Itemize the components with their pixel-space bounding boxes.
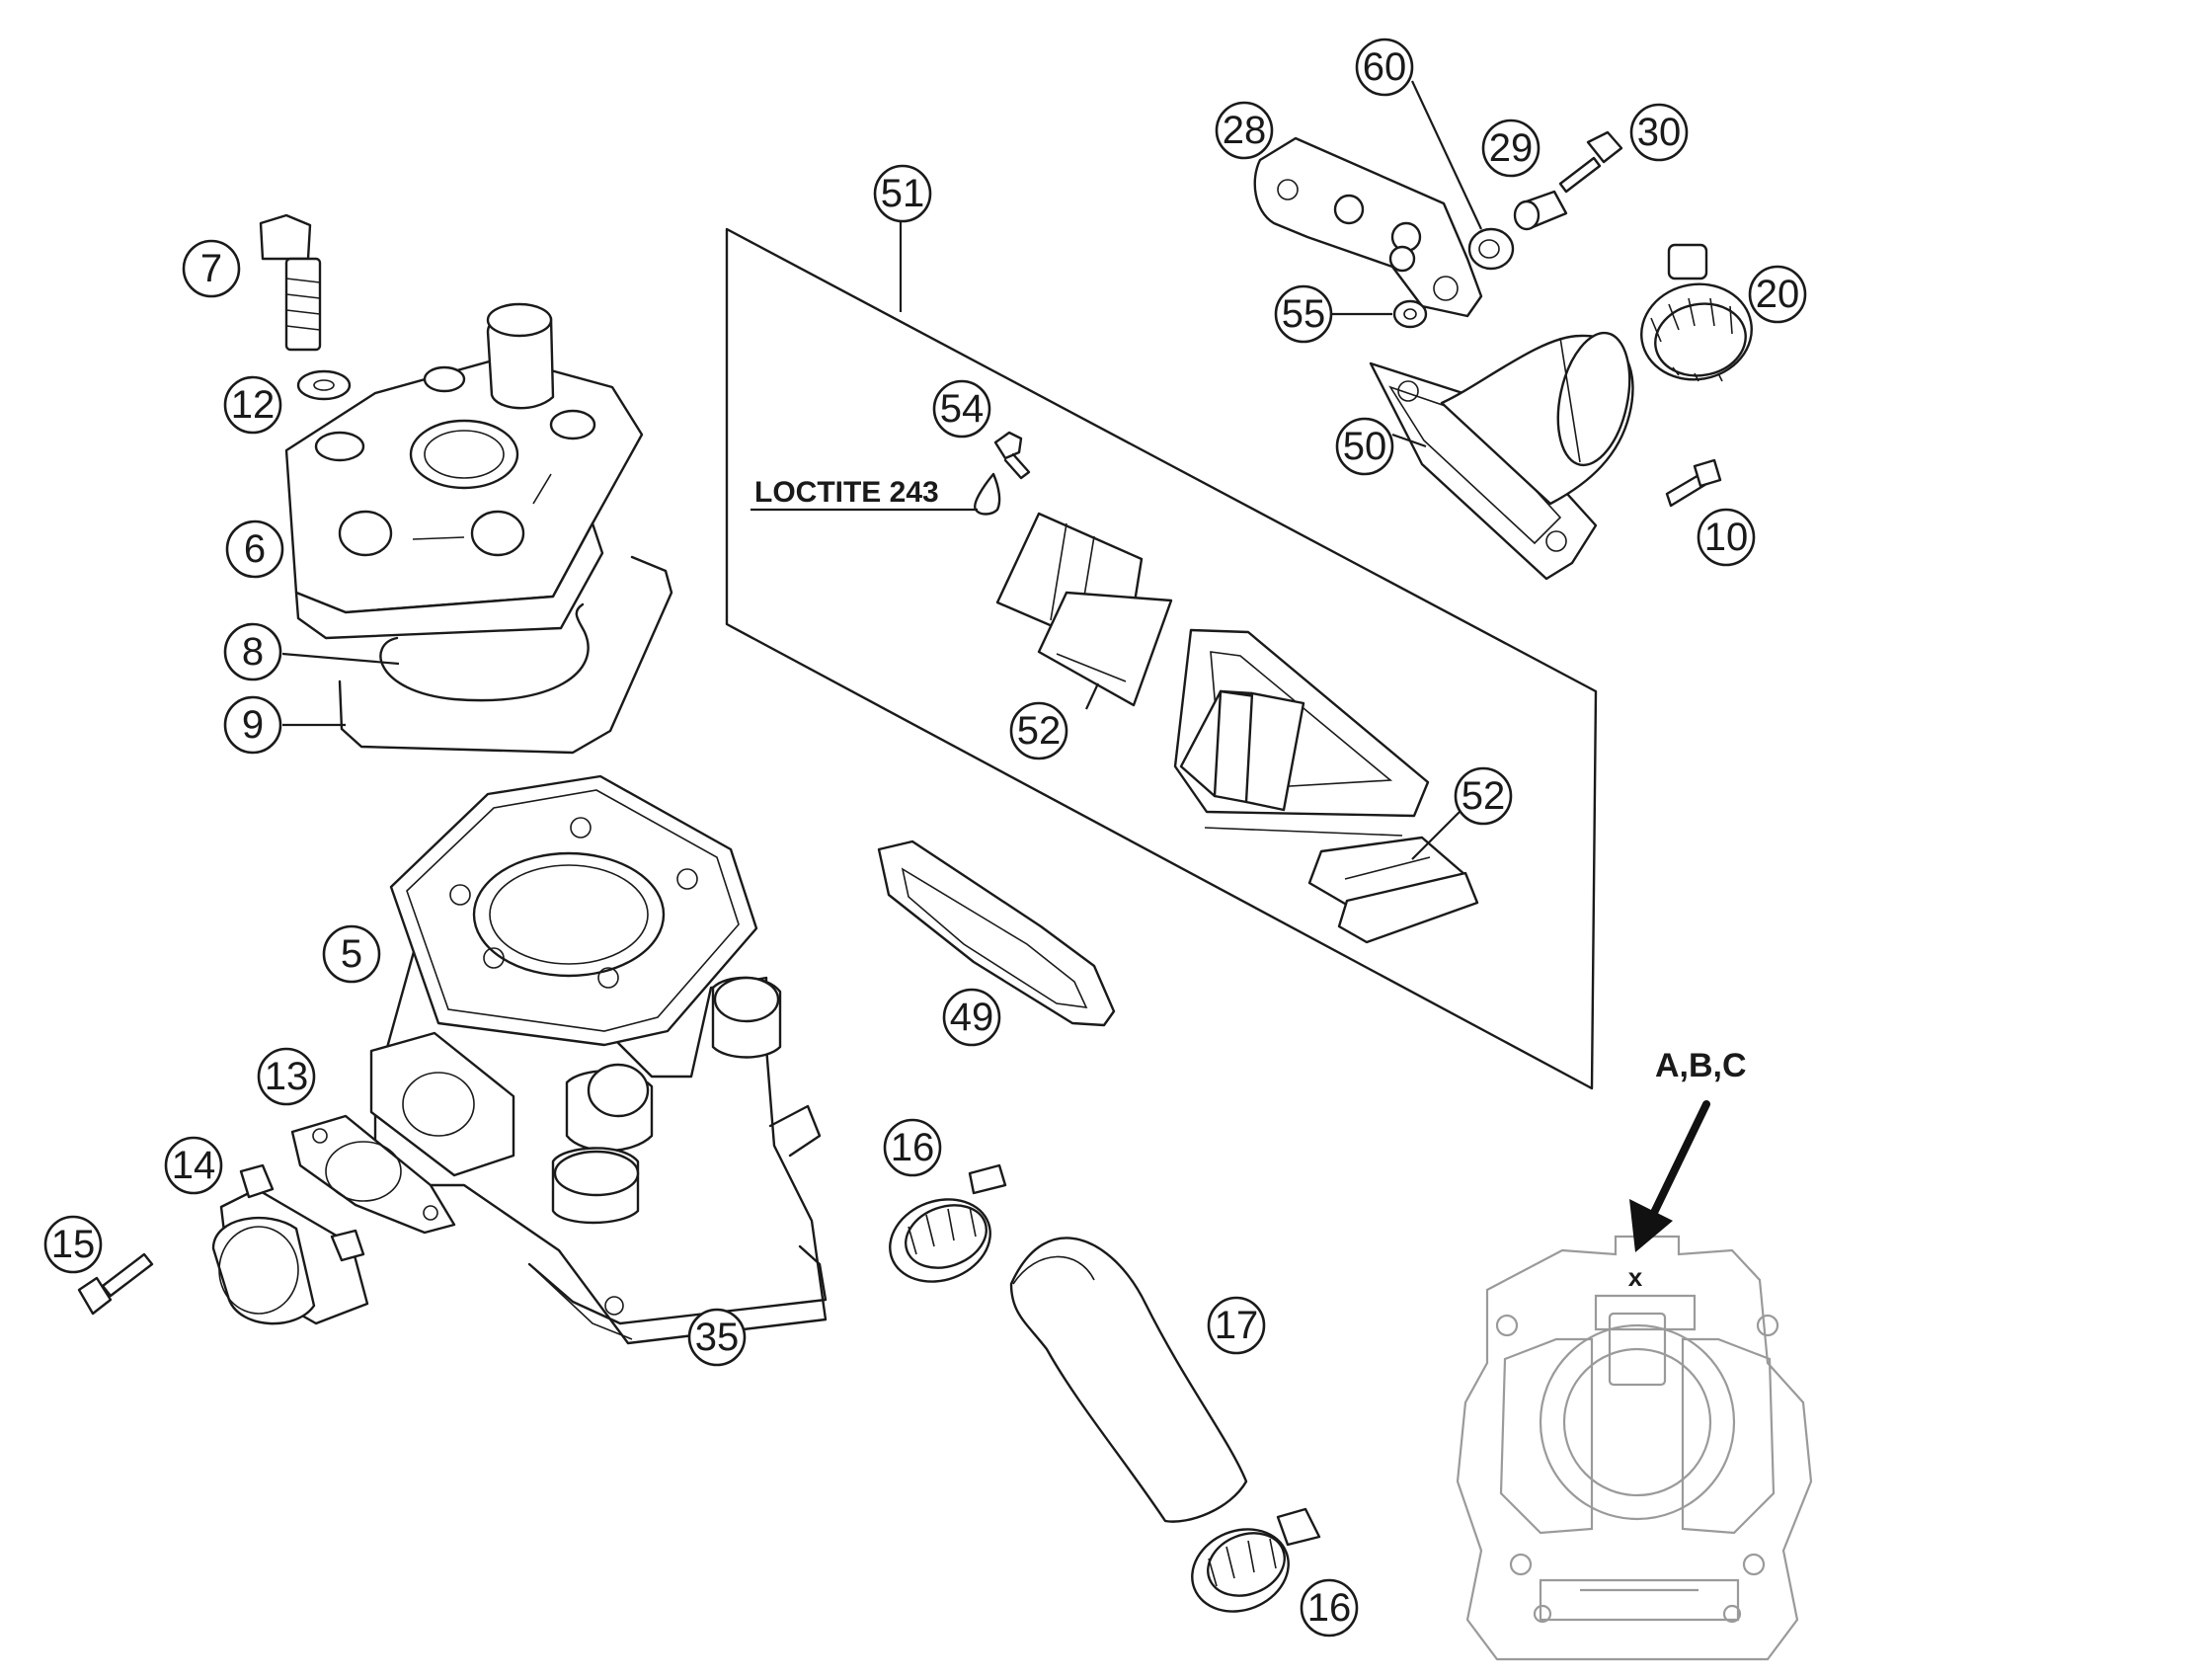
cylinder-top-view [1456,1235,1813,1661]
svg-text:52: 52 [1462,774,1506,818]
svg-text:13: 13 [265,1055,309,1098]
svg-text:6: 6 [244,527,266,571]
position-marker: x [1628,1262,1643,1292]
reed-block-gasket [877,840,1116,1027]
svg-text:50: 50 [1343,425,1387,468]
intake-manifold [1369,331,1634,581]
loctite-note: LOCTITE 243 [754,476,939,509]
reed-petals-upper [995,512,1173,710]
callout-12: 12 [223,375,282,435]
callout-35: 35 [687,1308,747,1367]
head-o-ring [281,602,590,702]
svg-text:49: 49 [950,996,994,1039]
spacer-sleeve [1513,190,1568,231]
svg-text:20: 20 [1756,273,1800,316]
callout-51: 51 [873,164,932,223]
head-bolt [259,213,322,352]
callout-5: 5 [322,924,381,984]
callout-52-lower: 52 [1454,766,1513,826]
svg-text:35: 35 [695,1316,740,1359]
callout-10: 10 [1697,508,1756,567]
callout-9: 9 [223,695,282,755]
svg-text:30: 30 [1637,111,1682,154]
callout-49: 49 [942,988,1001,1047]
callout-13: 13 [257,1047,316,1106]
svg-text:60: 60 [1363,45,1407,89]
exhaust-flange [211,1163,369,1325]
reed-petals-lower [1307,809,1479,944]
callout-50: 50 [1335,417,1394,476]
svg-text:7: 7 [200,247,222,290]
callout-20: 20 [1748,265,1807,324]
callout-30: 30 [1629,103,1689,162]
callout-52-upper: 52 [1009,701,1068,760]
callout-7: 7 [182,239,241,298]
svg-text:52: 52 [1017,709,1062,753]
hose-clamp-16-upper [889,1163,1007,1283]
callout-28: 28 [1215,101,1274,160]
svg-text:28: 28 [1223,109,1267,152]
callout-15: 15 [43,1215,103,1274]
flange-bolt-30 [1558,130,1623,194]
cylinder-head [284,302,644,640]
bolt-15 [77,1252,154,1316]
svg-text:9: 9 [242,703,264,747]
svg-text:16: 16 [891,1126,935,1169]
callout-55: 55 [1274,284,1333,344]
bolt-10 [1665,458,1722,508]
cylinder [369,774,828,1345]
callout-17: 17 [1207,1296,1266,1355]
callout-6: 6 [225,520,284,579]
hose-clamp-16-lower [1191,1507,1321,1613]
reed-valve-kit-panel [725,221,1598,1090]
mounting-bracket [1253,136,1483,318]
svg-text:54: 54 [940,387,985,431]
callout-16-upper: 16 [883,1118,942,1177]
arrow-indicator [1629,1100,1710,1252]
washer-55 [1325,299,1428,329]
svg-text:14: 14 [172,1144,216,1187]
svg-text:8: 8 [242,630,264,674]
callout-54: 54 [932,379,991,439]
svg-text:5: 5 [341,932,362,976]
head-gasket [282,555,673,755]
svg-text:29: 29 [1489,126,1534,170]
svg-text:16: 16 [1307,1586,1352,1630]
reed-valve-block [1173,628,1430,837]
svg-text:55: 55 [1282,292,1326,336]
svg-text:10: 10 [1704,516,1749,559]
svg-text:15: 15 [51,1223,96,1266]
callout-16-lower: 16 [1300,1578,1359,1638]
callout-8: 8 [223,622,282,681]
callout-14: 14 [164,1136,223,1195]
washer-12 [296,369,352,401]
callout-29: 29 [1481,119,1540,178]
svg-text:17: 17 [1215,1304,1259,1347]
hose-clamp-upper [1640,243,1753,382]
callout-60: 60 [1355,38,1414,97]
svg-text:12: 12 [231,383,276,427]
exhaust-flange-gasket [290,1114,456,1235]
svg-text:51: 51 [881,172,925,215]
variant-note: A,B,C [1655,1047,1747,1084]
reed-screw [993,431,1031,480]
loctite-drop-icon [750,472,1001,516]
coolant-hose [1009,1237,1248,1523]
rubber-bushing [1411,80,1515,271]
